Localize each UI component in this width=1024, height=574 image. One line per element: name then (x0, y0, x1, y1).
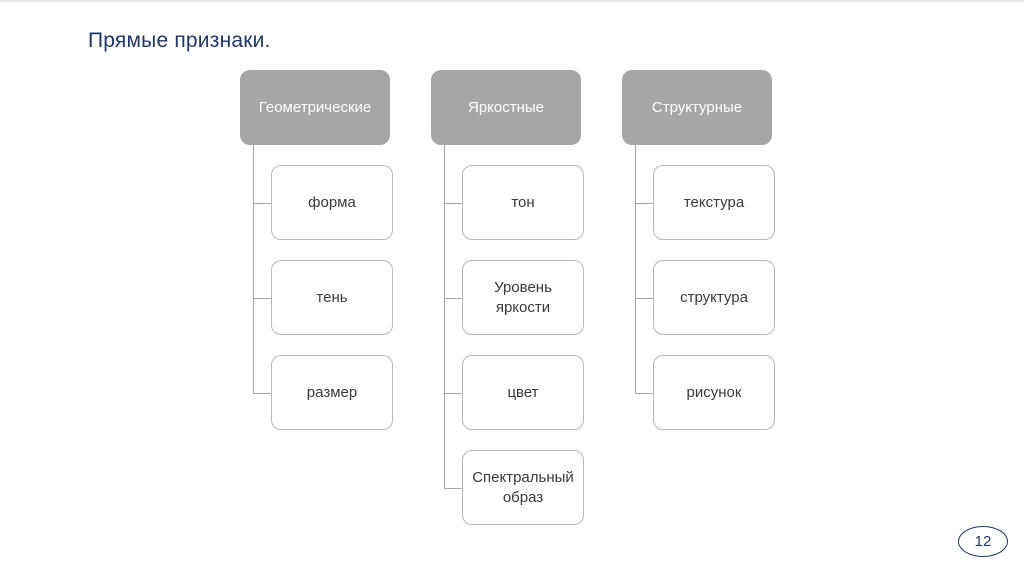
item-label: текстура (683, 193, 745, 211)
connector-stub (444, 487, 463, 489)
diagram-column: Структурные текстура структура рисунок (622, 70, 782, 540)
item-label: цвет (507, 383, 539, 401)
item-box: тон (462, 165, 584, 240)
item-box: цвет (462, 355, 584, 430)
item-box: рисунок (653, 355, 775, 430)
top-rule (0, 0, 1024, 2)
connector-stub (253, 202, 272, 204)
item-label: тень (316, 288, 348, 306)
item-label: размер (306, 383, 358, 401)
page-number: 12 (974, 533, 992, 550)
connector-line (253, 145, 254, 393)
item-box: размер (271, 355, 393, 430)
connector-stub (253, 392, 272, 394)
item-box: форма (271, 165, 393, 240)
connector-stub (253, 297, 272, 299)
page-title: Прямые признаки. (88, 29, 271, 52)
item-box: тень (271, 260, 393, 335)
connector-stub (444, 297, 463, 299)
category-label: Геометрические (258, 99, 372, 116)
page-number-badge: 12 (958, 526, 1008, 557)
connector-line (444, 145, 445, 488)
item-box: Спектральный образ (462, 450, 584, 525)
item-label: Спектральный образ (472, 469, 574, 506)
category-label: Структурные (651, 99, 743, 116)
diagram-column: Геометрические форма тень размер (240, 70, 400, 540)
item-label: тон (511, 193, 535, 211)
item-label: рисунок (686, 383, 742, 401)
item-label: Уровень яркости (494, 279, 552, 316)
connector-stub (635, 297, 654, 299)
category-box: Геометрические (240, 70, 390, 145)
category-label: Яркостные (467, 99, 545, 116)
item-box: текстура (653, 165, 775, 240)
connector-stub (444, 392, 463, 394)
category-box: Яркостные (431, 70, 581, 145)
item-box: Уровень яркости (462, 260, 584, 335)
connector-line (635, 145, 636, 393)
connector-stub (635, 392, 654, 394)
connector-stub (635, 202, 654, 204)
connector-stub (444, 202, 463, 204)
item-box: структура (653, 260, 775, 335)
category-box: Структурные (622, 70, 772, 145)
item-label: форма (308, 193, 356, 211)
item-label: структура (680, 288, 748, 306)
